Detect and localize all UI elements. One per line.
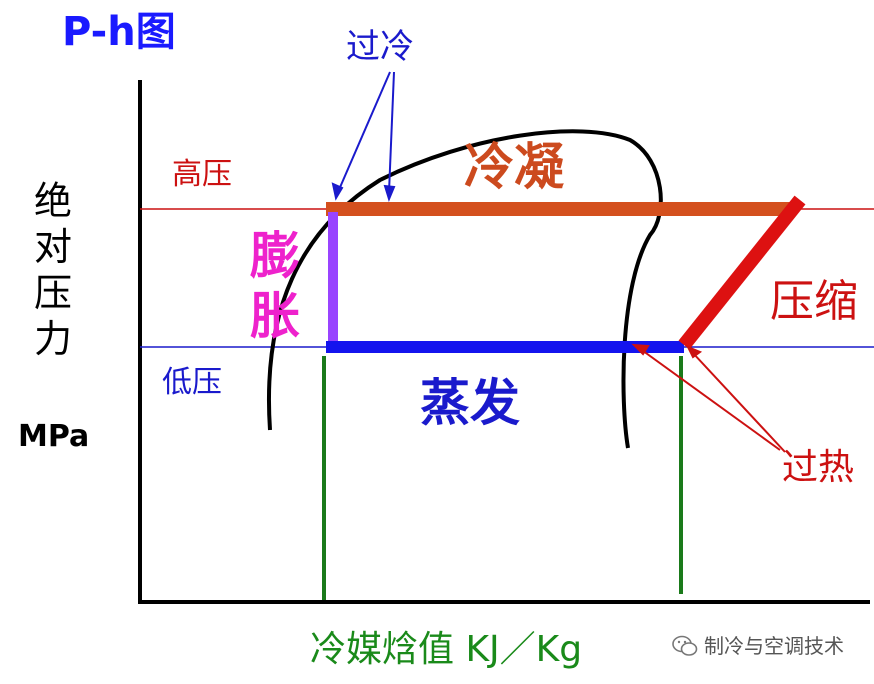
watermark: 制冷与空调技术 — [672, 635, 844, 657]
diagram-title: P-h图 — [62, 9, 176, 55]
x-axis-label: 冷媒焓值 KJ／Kg — [310, 629, 583, 670]
expansion-label: 膨胀 — [250, 227, 300, 345]
condensation-label: 冷凝 — [464, 138, 564, 196]
watermark-text: 制冷与空调技术 — [704, 634, 844, 658]
compression-label: 压缩 — [770, 276, 858, 327]
subcooling-arrows — [331, 71, 396, 202]
high-pressure-label: 高压 — [172, 157, 232, 192]
wechat-icon — [672, 635, 698, 656]
low-pressure-label: 低压 — [162, 365, 222, 400]
evaporation-label: 蒸发 — [420, 374, 520, 432]
y-axis-unit: MPa — [18, 419, 90, 454]
saturation-dome — [267, 129, 663, 449]
y-axis-label: 绝对压力 — [34, 179, 73, 361]
subcooling-label: 过冷 — [346, 27, 414, 67]
superheat-arrows — [631, 343, 786, 453]
compression-line — [678, 195, 806, 350]
superheat-label: 过热 — [782, 447, 855, 488]
